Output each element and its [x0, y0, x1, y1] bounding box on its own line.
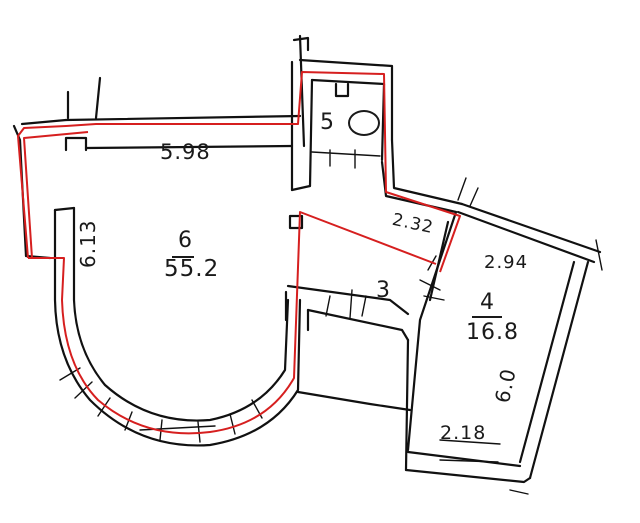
washbasin-icon — [348, 110, 380, 136]
room-4-number: 4 — [480, 290, 495, 315]
room-4-number-underline — [472, 316, 502, 318]
room-6-number: 6 — [178, 228, 193, 253]
room-4-dim-bottom: 2.18 — [440, 422, 487, 444]
room-6-dim-top: 5.98 — [160, 140, 211, 164]
room-4-area: 16.8 — [466, 320, 519, 345]
room-5-number: 5 — [320, 110, 335, 135]
room-4-dim-top: 2.94 — [484, 252, 529, 273]
ownership-boundary — [17, 71, 461, 435]
room-3-number: 3 — [376, 278, 391, 303]
room-6-number-underline — [172, 256, 194, 258]
room-6-area: 55.2 — [164, 256, 220, 282]
room-6-dim-side: 6.13 — [76, 219, 100, 268]
